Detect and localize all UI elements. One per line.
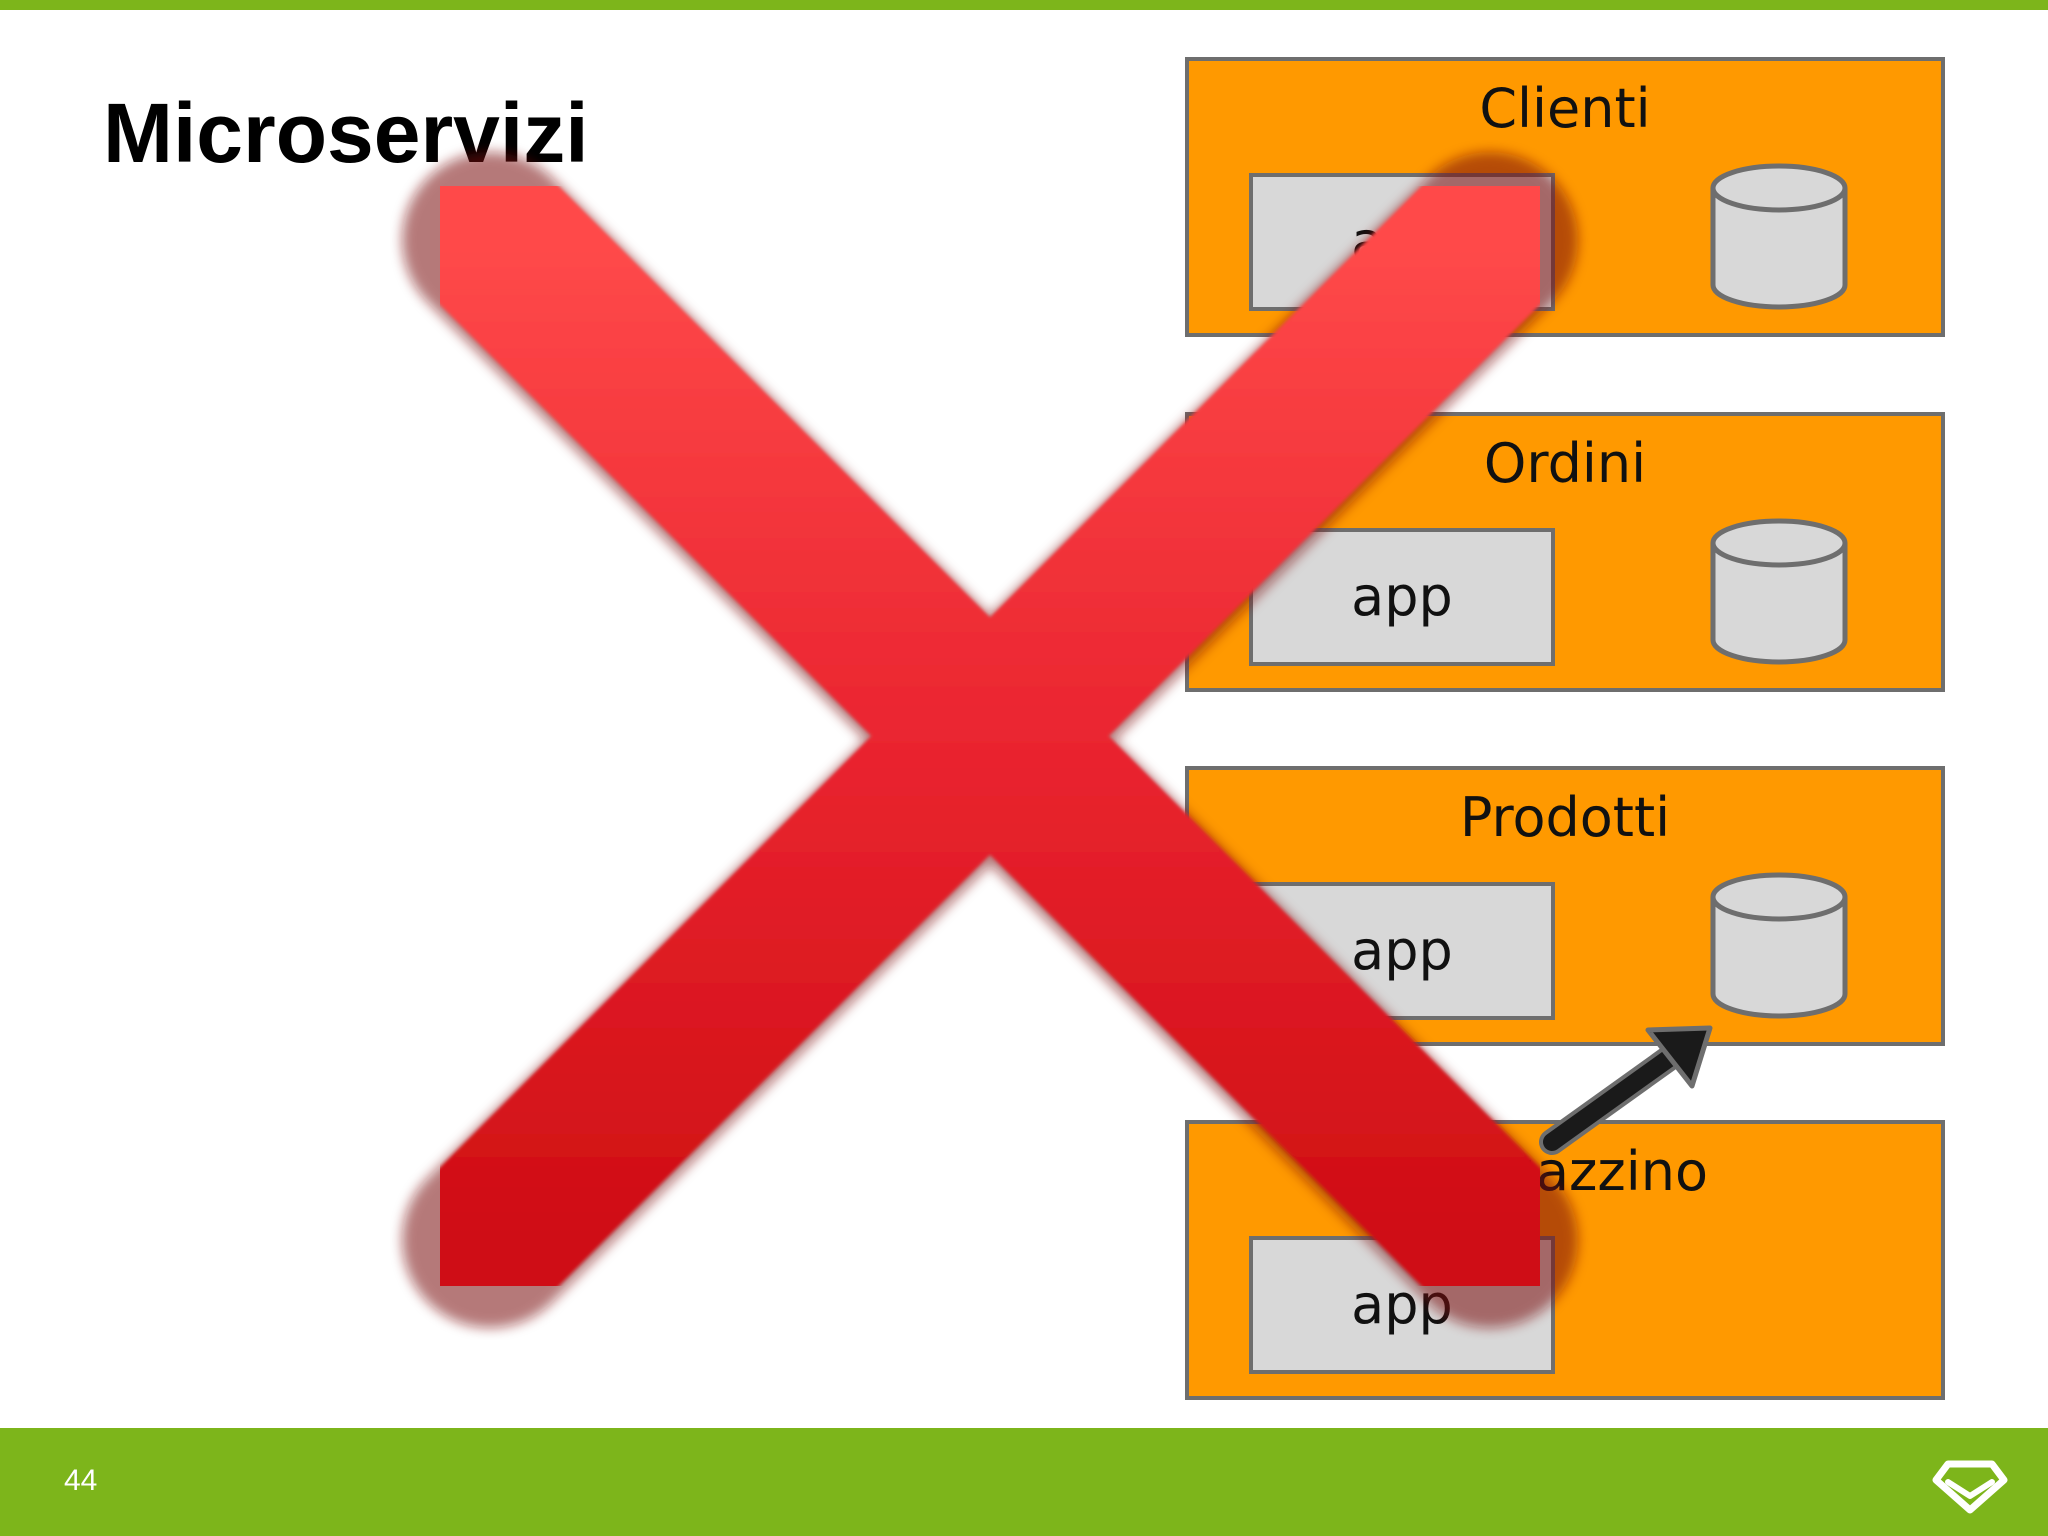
top-accent-bar (0, 0, 2048, 10)
database-icon (1710, 872, 1848, 1019)
brand-logo-icon (1932, 1460, 2008, 1514)
page-number: 44 (64, 1464, 98, 1497)
service-title: Clienti (1479, 77, 1651, 140)
service-title: Ordini (1483, 432, 1647, 495)
footer-bar (0, 1428, 2048, 1536)
service-title: Prodotti (1459, 786, 1671, 849)
database-icon (1710, 518, 1848, 665)
database-icon (1710, 163, 1848, 310)
service-ordini: Ordini app (1185, 412, 1945, 692)
